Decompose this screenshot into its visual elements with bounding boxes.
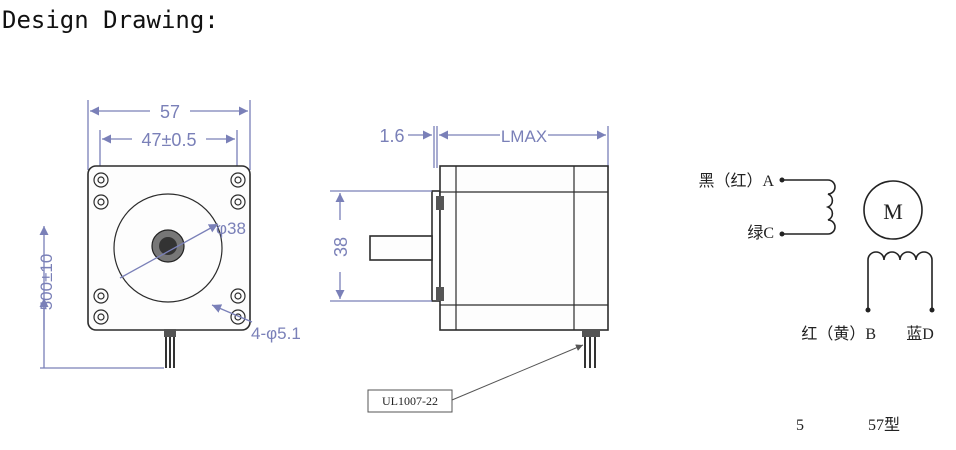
dim-holes-label: 4-φ5.1 xyxy=(251,324,301,343)
cable-label-box xyxy=(367,389,453,413)
page-title: Design Drawing: xyxy=(2,6,219,34)
dim-diameter-label: φ38 xyxy=(216,219,246,238)
dim-width-label: 57 xyxy=(160,102,180,122)
wire-d-label: 蓝D xyxy=(906,325,934,343)
wire-a-label: 黑（红）A xyxy=(698,172,774,190)
footer-right-label: 57型 xyxy=(868,416,900,434)
wire-b-label: 红（黄）B xyxy=(801,325,876,343)
front-view: 57 47±0.5 φ38 4-φ5.1 50 xyxy=(37,100,301,369)
coil-ac xyxy=(782,179,836,235)
wiring-diagram: 黑（红）A 绿C M 红（黄）B 蓝D 5 57型 xyxy=(698,172,935,434)
coil-bd xyxy=(867,251,933,310)
dim-hole-spacing-label: 47±0.5 xyxy=(142,130,197,150)
motor-side-body xyxy=(439,165,609,331)
footer-left-label: 5 xyxy=(796,417,804,434)
motor-symbol-circle xyxy=(863,180,923,240)
dim-lead-length-label: 500±10 xyxy=(37,254,56,311)
side-view: 1.6 LMAX 38 UL1007-22 xyxy=(330,126,609,413)
boss-circle xyxy=(113,193,223,303)
wire-c-label: 绿C xyxy=(747,224,774,242)
shaft xyxy=(369,235,433,261)
cable-label: UL1007-22 xyxy=(382,394,438,408)
dim-boss-label: 38 xyxy=(331,237,351,257)
dim-length-label: LMAX xyxy=(501,127,547,146)
dim-flange-label: 1.6 xyxy=(379,126,404,146)
motor-symbol-label: M xyxy=(883,199,903,224)
